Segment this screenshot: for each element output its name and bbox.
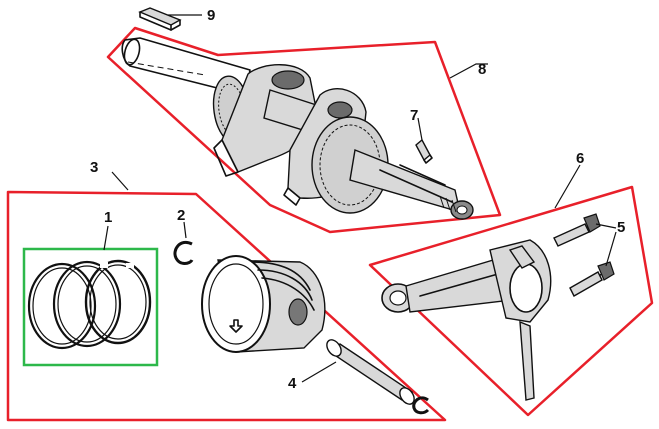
callout-9-label: 9 <box>207 7 215 24</box>
leader-lines <box>103 14 617 383</box>
ring-set-highlight-box <box>22 247 159 367</box>
callout-5-label: 5 <box>617 219 625 236</box>
callout-7-label: 7 <box>410 107 418 124</box>
piston-clip-part <box>173 241 194 265</box>
top-key-part <box>138 7 182 31</box>
callout-2-label: 2 <box>177 207 185 224</box>
rod-bolts-part <box>553 213 615 297</box>
callout-1-label: 1 <box>104 209 112 226</box>
crankshaft-part <box>121 37 474 220</box>
connecting-rod-part <box>381 239 552 401</box>
piston-part <box>201 255 326 353</box>
piston-pin-part <box>326 339 430 415</box>
piston-group-outline <box>6 190 447 422</box>
crank-key-part <box>415 138 433 164</box>
connecting-rod-group-outline <box>368 185 654 417</box>
piston-ring-set-part <box>27 259 152 350</box>
callout-3-label: 3 <box>90 159 98 176</box>
callout-6-label: 6 <box>576 150 584 167</box>
crankshaft-group-outline <box>106 26 502 234</box>
callout-8-label: 8 <box>478 61 486 78</box>
callout-4-label: 4 <box>288 375 297 392</box>
